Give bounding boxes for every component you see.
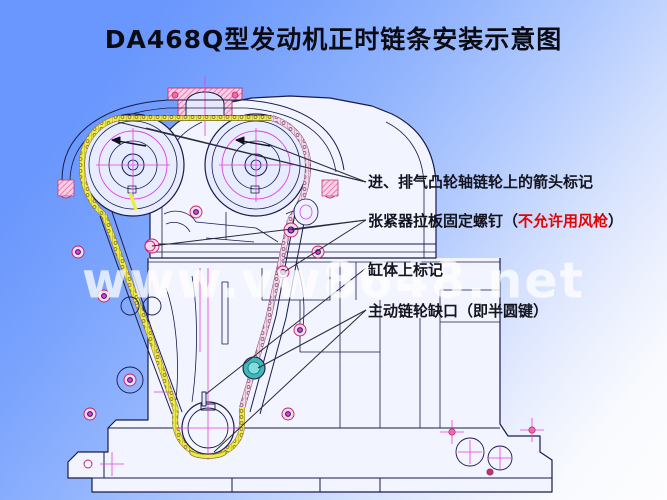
page-title: DA468Q型发动机正时链条安装示意图 — [104, 25, 563, 54]
callout-drive-sprocket-notch: 主动链轮缺口（即半圆键） — [368, 304, 548, 319]
callout-text: 主动链轮缺口（即半圆键） — [368, 302, 549, 320]
callout-suffix: ） — [608, 212, 624, 230]
callout-tensioner-plate-screw: 张紧器拉板固定螺钉（不允许用风枪） — [368, 214, 623, 229]
auxiliary-bosses — [83, 418, 544, 476]
cylinder-block-timing-mark — [201, 391, 207, 407]
callout-text: 进、排气凸轮轴链轮上的箭头标记 — [368, 173, 594, 191]
cylinder-head-internal-details — [163, 198, 319, 243]
head-block-joint — [148, 243, 500, 263]
crank-centerlines — [154, 268, 209, 396]
callout-text: 张紧器拉板固定螺钉（ — [368, 212, 519, 230]
bolt-bosses — [57, 179, 339, 421]
callout-warning-text: 不允许用风枪 — [518, 212, 609, 230]
crankshaft-drive-sprocket — [176, 396, 240, 460]
small-bores — [116, 296, 162, 394]
camshaft-cover-arc — [61, 99, 345, 183]
callout-cylinder-block-mark: 缸体上标记 — [368, 263, 443, 278]
callout-text: 缸体上标记 — [368, 261, 444, 279]
callout-camshaft-arrow-marks: 进、排气凸轮轴链轮上的箭头标记 — [368, 175, 593, 190]
tensioner-plate-fixing-screw — [242, 356, 266, 380]
cylinder-block-outline — [67, 258, 553, 493]
block-internal-details — [165, 261, 500, 428]
leader-lines — [117, 121, 367, 453]
